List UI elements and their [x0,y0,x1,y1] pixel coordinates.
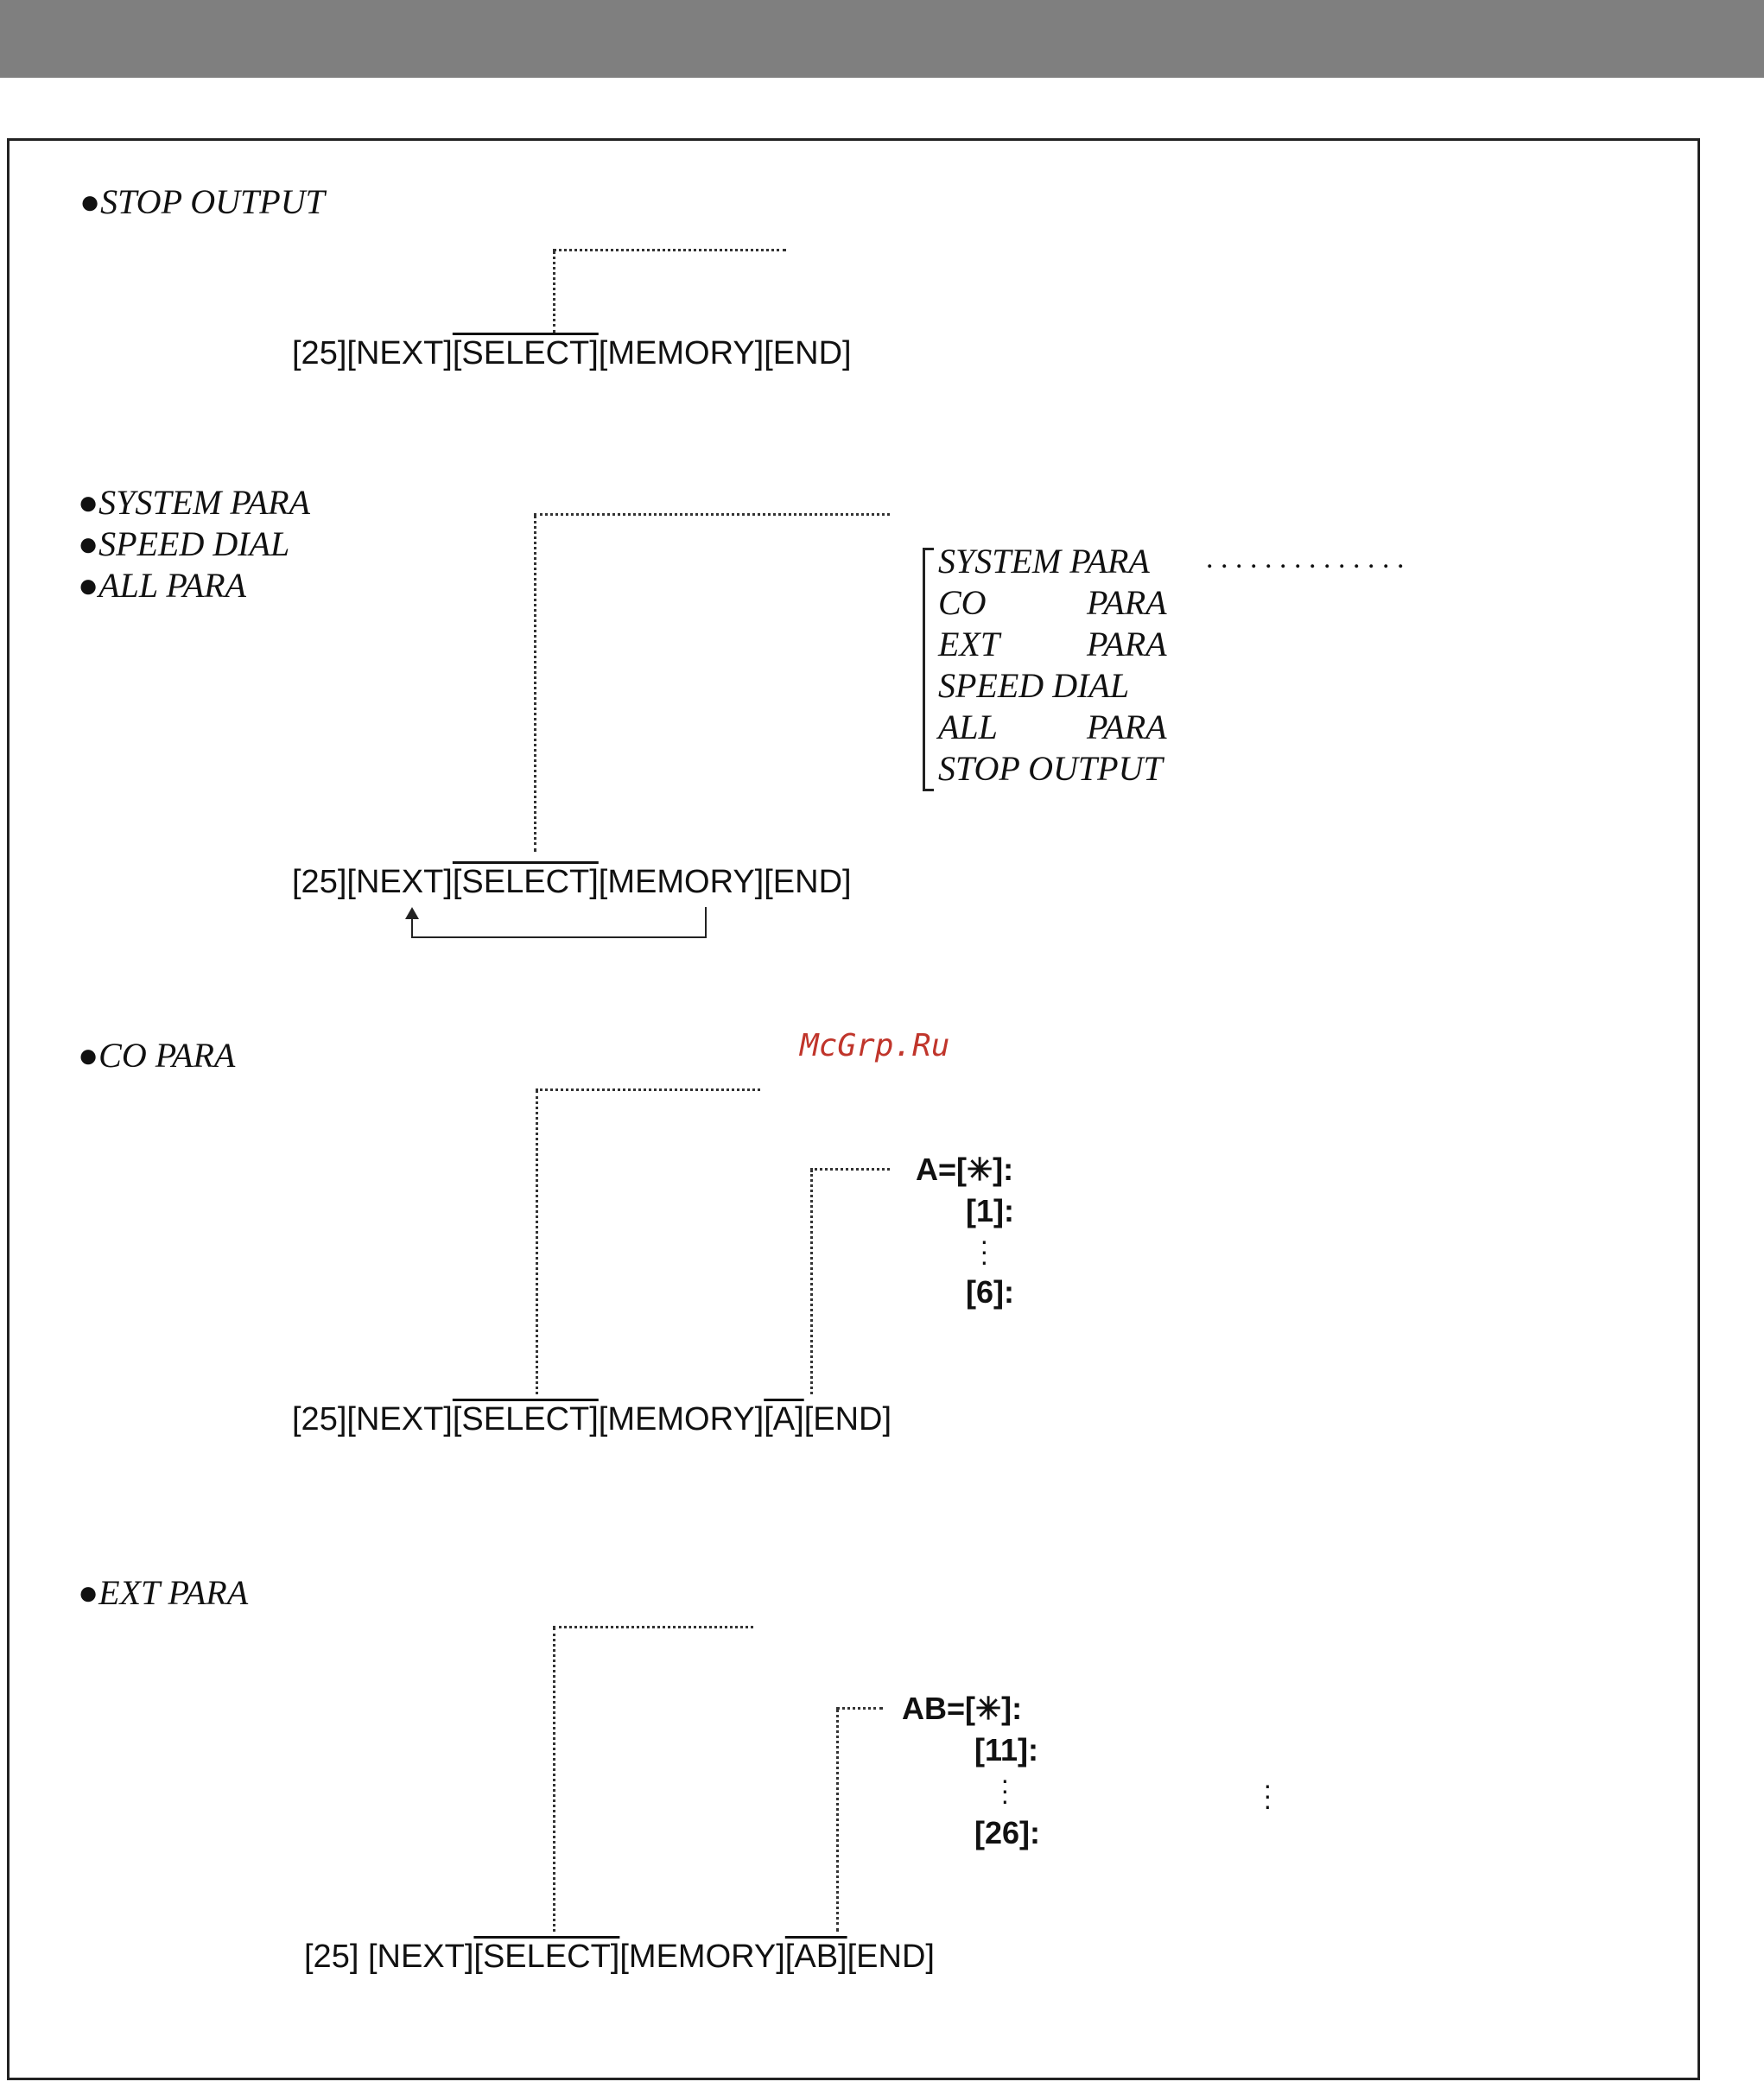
key-sequence-system-para: [25][NEXT][SELECT][MEMORY][END] [292,866,852,898]
dotted-leader [536,1090,538,1394]
dotted-leader [553,251,555,333]
dotted-leader [836,1709,839,1932]
loop-arrow-right [705,907,707,938]
watermark: McGrp.Ru [800,1028,950,1063]
option-stop-output: STOP OUTPUT [938,749,1163,788]
dotted-leader [553,1628,555,1932]
co-value-1: [1]: [966,1193,1014,1228]
key-seq-part: [25] [NEXT] [304,1939,474,1975]
key-seq-part: [END] [803,1401,892,1437]
key-seq-part: [END] [847,1939,935,1975]
section-title-all-para: ●ALL PARA [78,566,246,605]
section-title-stop-output: ●STOP OUTPUT [79,182,325,221]
diagram-frame [7,138,1700,2080]
vertical-ellipsis-icon: ··· [1000,1764,1010,1816]
dotted-leader [534,513,890,516]
dotted-leader [810,1168,890,1171]
option-co-para: PARA [1087,583,1167,622]
section-title-ext-para: ●EXT PARA [78,1573,249,1612]
vertical-ellipsis-icon: ··· [980,1225,989,1277]
select-key: [SELECT] [452,1401,599,1437]
loop-arrow-up [411,917,413,938]
option-trailing-dots: . . . . . . . . . . . . . . [1206,543,1405,574]
loop-arrow-bottom [411,936,707,938]
header-bar [0,0,1764,78]
option-all-para: PARA [1087,708,1167,746]
select-key: [SELECT] [452,864,599,900]
key-sequence-stop-output: [25][NEXT][SELECT][MEMORY][END] [292,337,852,370]
option-co: CO [938,583,987,622]
ab-key: [AB] [784,1939,847,1975]
option-ext-para: PARA [1087,625,1167,663]
ext-value-ab: AB=[✳]: [902,1691,1023,1726]
option-speed-dial: SPEED DIAL [938,666,1130,705]
key-seq-part: [MEMORY] [619,1939,785,1975]
a-key: [A] [764,1401,804,1437]
arrowhead-icon [405,907,419,919]
option-ext: EXT [938,625,1000,663]
dotted-leader [836,1707,883,1710]
vertical-ellipsis-icon: ··· [1263,1769,1272,1821]
co-value-a: A=[✳]: [916,1152,1014,1187]
option-system-para: SYSTEM PARA [938,542,1150,581]
key-seq-part: [25][NEXT] [292,335,453,371]
dotted-leader [534,515,536,852]
dotted-leader [553,1626,753,1628]
section-title-system-para: ●SYSTEM PARA [78,483,310,522]
options-bracket [923,548,934,791]
key-sequence-ext-para: [25] [NEXT][SELECT][MEMORY][AB][END] [304,1940,935,1973]
key-seq-part: [25][NEXT] [292,1401,453,1437]
select-key: [SELECT] [473,1939,620,1975]
ext-value-26: [26]: [974,1815,1041,1850]
key-seq-part: [MEMORY] [598,1401,765,1437]
section-title-co-para: ●CO PARA [78,1036,236,1075]
dotted-leader [536,1088,760,1091]
key-seq-part: [MEMORY][END] [598,864,852,900]
dotted-leader [553,249,786,251]
dotted-leader [810,1170,813,1394]
section-title-speed-dial: ●SPEED DIAL [78,524,290,563]
option-all: ALL [938,708,998,746]
select-key: [SELECT] [452,335,599,371]
ext-value-11: [11]: [974,1732,1039,1768]
key-seq-part: [MEMORY][END] [598,335,852,371]
key-sequence-co-para: [25][NEXT][SELECT][MEMORY][A][END] [292,1403,892,1436]
key-seq-part: [25][NEXT] [292,864,453,900]
co-value-6: [6]: [966,1274,1014,1310]
